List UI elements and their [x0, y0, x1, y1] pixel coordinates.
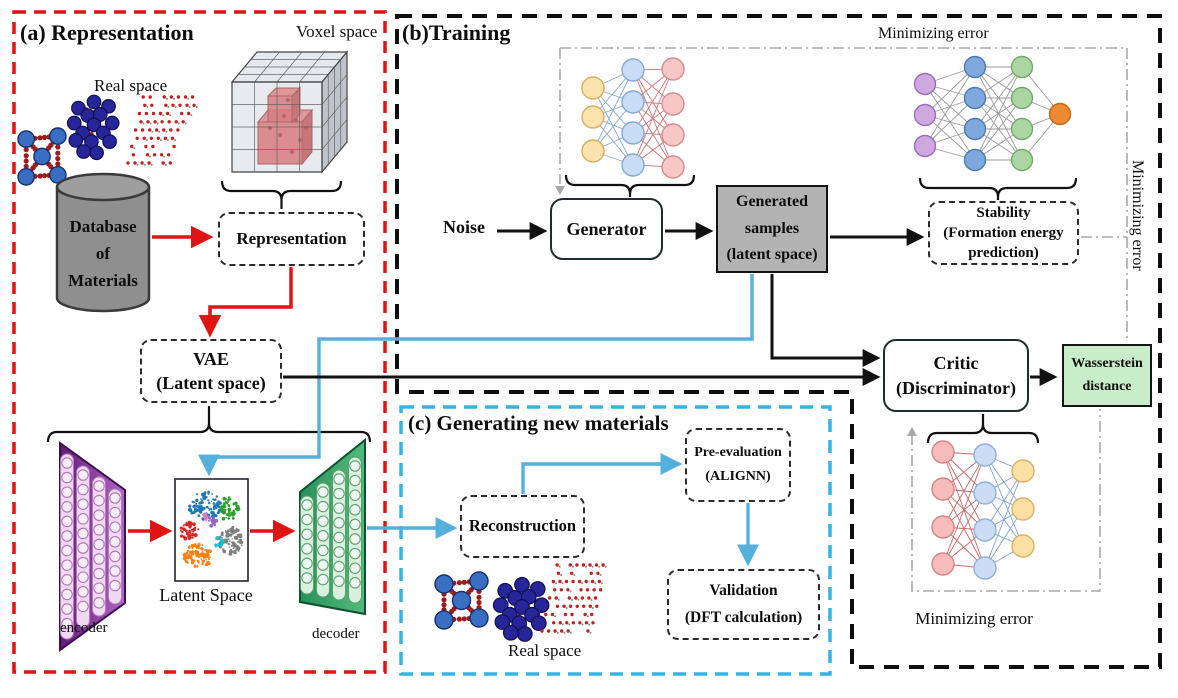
generator-network-icon	[581, 57, 685, 179]
voxel-space-label: Voxel space	[296, 22, 378, 41]
critic-box: Critic (Discriminator)	[883, 339, 1029, 412]
panel-c-border	[399, 405, 832, 676]
representation-box: Representation	[218, 212, 365, 266]
decoder-trapezoid-icon	[299, 437, 366, 616]
vae-box: VAE (Latent space)	[140, 339, 282, 403]
encoder-label: encoder	[60, 620, 108, 636]
encoder-trapezoid-icon	[59, 441, 126, 652]
panel-a-title: (a) Representation	[20, 20, 194, 45]
stability-box: Stability (Formation energy prediction)	[928, 201, 1079, 265]
validation-box: Validation (DFT calculation)	[667, 569, 820, 640]
minimizing-error-loop-lines	[559, 47, 1128, 592]
black-connectors	[283, 222, 1058, 386]
minimizing-error-right-label: Minimizing error	[1129, 160, 1146, 271]
gray-arrow-generator	[555, 186, 565, 195]
real-space-label-c: Real space	[508, 641, 582, 660]
panel-a-border	[12, 10, 387, 674]
pre-evaluation-box: Pre-evaluation (ALIGNN)	[685, 428, 791, 502]
blue-connectors	[197, 274, 760, 567]
braces	[46, 174, 1078, 444]
minimizing-error-bottom-label: Minimizing error	[915, 609, 1033, 628]
critic-network-icon	[931, 440, 1035, 580]
real-space-crystals-c	[434, 563, 607, 642]
noise-label: Noise	[443, 217, 485, 237]
gray-arrow-critic	[907, 427, 917, 436]
generated-samples-box: Generated samples (latent space)	[716, 185, 828, 273]
wasserstein-distance-box: Wasserstein distance	[1062, 344, 1152, 407]
reconstruction-box: Reconstruction	[460, 495, 585, 558]
voxel-cube-icon	[230, 50, 349, 174]
latent-scatter-icon	[179, 490, 244, 568]
latent-space-label: Latent Space	[159, 585, 253, 605]
panel-b-border	[395, 14, 1162, 669]
stability-network-icon	[913, 55, 1072, 172]
generator-box: Generator	[550, 198, 663, 260]
red-arrows	[128, 225, 296, 543]
database-label: Database of Materials	[68, 217, 138, 290]
panel-b-title: (b)Training	[402, 20, 511, 45]
real-space-crystals-a	[17, 94, 198, 186]
real-space-label-a: Real space	[94, 76, 168, 95]
decoder-label: decoder	[312, 626, 360, 642]
panel-c-title: (c) Generating new materials	[408, 411, 669, 435]
minimizing-error-top-label: Minimizing error	[878, 25, 989, 42]
database-cylinder	[55, 172, 151, 313]
